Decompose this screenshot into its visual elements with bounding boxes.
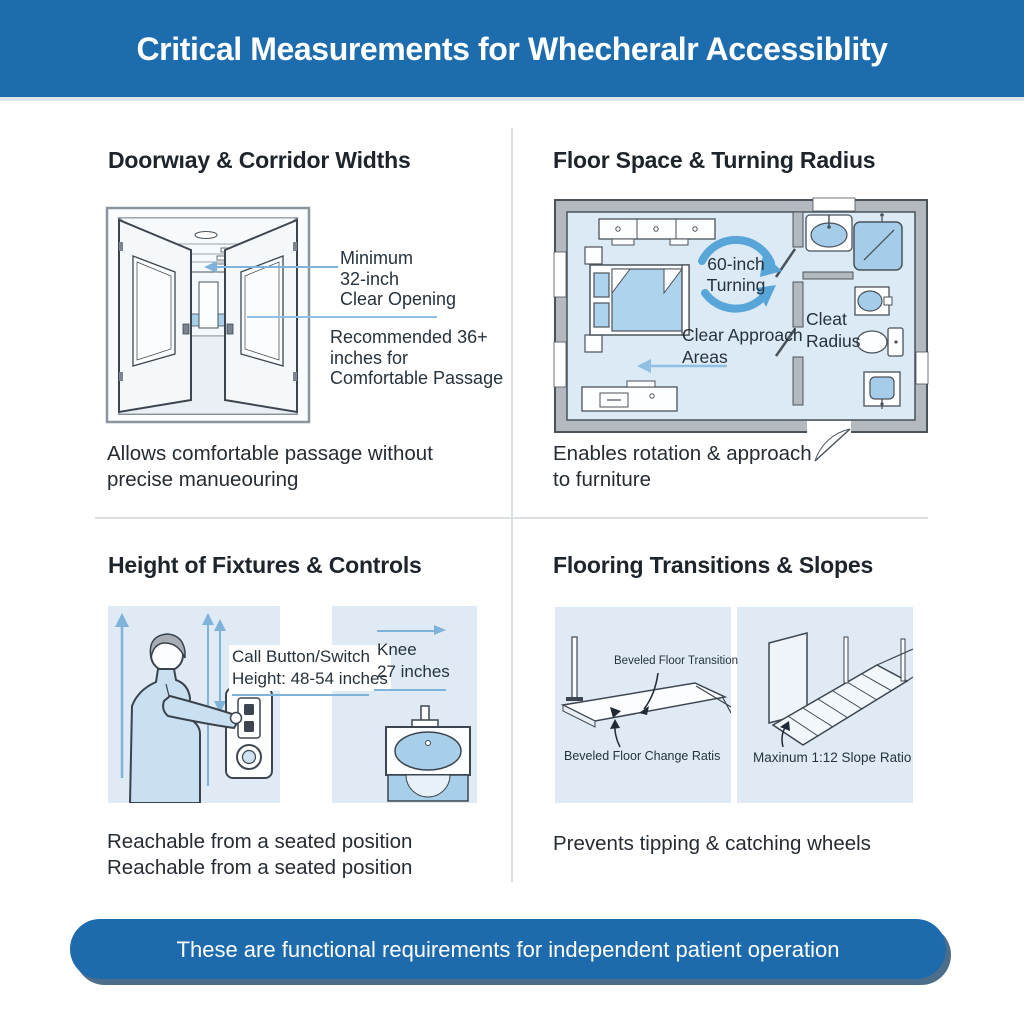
knee-arrowhead	[434, 625, 446, 635]
sink-fixture	[385, 705, 471, 802]
min-opening-arrowhead	[204, 261, 217, 273]
left-window	[553, 251, 567, 298]
bathroom-inner-wall	[802, 271, 854, 280]
divider-horizontal	[95, 517, 928, 519]
right-door-handle	[226, 323, 234, 335]
bottom-door-opening	[807, 421, 851, 434]
pole	[566, 636, 583, 701]
floorspace-section-title: Floor Space & Turning Radius	[553, 147, 876, 173]
floor-slab	[560, 682, 731, 728]
hair	[149, 633, 186, 659]
exterior-door-leaf	[814, 428, 851, 462]
ramp-posts	[843, 636, 913, 684]
toilet	[856, 327, 904, 357]
sink-illustration	[332, 606, 477, 803]
bathroom-sink-mid	[854, 286, 893, 316]
door-leaf-upper	[774, 248, 797, 278]
floorspace-caption: Enables rotation & approach to furniture	[553, 442, 812, 491]
change-pointer-arrow	[610, 719, 621, 748]
bevel-change-label: Beveled Floor Change Ratis	[564, 749, 721, 763]
header-edge	[0, 97, 1024, 101]
min-opening-arrow-line	[216, 266, 338, 268]
call-button-plate	[225, 687, 273, 779]
recommended-leader-line	[247, 316, 437, 318]
bathroom-sink-top	[805, 214, 853, 252]
knee-label: Knee 27 inches	[377, 640, 450, 681]
bevel-edge-arrowhead	[610, 707, 621, 718]
left-door-handle	[182, 323, 190, 335]
fixtures-caption: Reachable from a seated position Reachab…	[107, 830, 413, 879]
desk	[581, 380, 678, 412]
corridor-illustration	[105, 206, 311, 424]
left-window-2	[553, 341, 567, 388]
hand	[229, 711, 243, 725]
footer-banner	[70, 919, 946, 979]
radius-label: Cleat Radius	[806, 309, 861, 351]
door-leaf-lower	[774, 328, 797, 357]
slope-ratio-label: Maxinum 1:12 Slope Ratio	[753, 750, 912, 765]
ceiling-light	[194, 231, 218, 239]
flooring-section-title: Flooring Transitions & Slopes	[553, 552, 874, 578]
approach-arrow	[637, 359, 727, 373]
partition-wall	[792, 211, 804, 248]
page-title: Critical Measurements for Whecheralr Acc…	[136, 31, 888, 67]
fixtures-section-title: Height of Fixtures & Controls	[108, 552, 422, 578]
header-banner	[0, 0, 1024, 97]
knee-arrow-line	[377, 630, 434, 632]
torso	[128, 668, 201, 803]
doorway-section-title: Doorwıay & Corridor Widths	[108, 147, 411, 173]
floor-plan-illustration	[553, 197, 929, 462]
height-arrows	[115, 613, 226, 786]
footer-text: These are functional requirements for in…	[176, 937, 840, 962]
slope-pointer-arrow	[780, 721, 790, 748]
divider-vertical	[511, 128, 513, 882]
switch-label-underline	[232, 694, 369, 696]
approach-label: Clear Approach Areas	[682, 325, 803, 367]
turning-radius-arrows	[698, 235, 782, 313]
turning-label: 60-inch Turning	[706, 254, 766, 295]
min-opening-label: Minimum 32-inch Clear Opening	[340, 248, 457, 309]
switch-toggle	[244, 704, 254, 715]
flooring-caption: Prevents tipping & catching wheels	[553, 832, 871, 855]
ramp-illustration	[737, 607, 913, 803]
top-wall-opening	[812, 197, 856, 212]
person-figure	[128, 633, 243, 803]
doorway-caption: Allows comfortable passage without preci…	[107, 442, 433, 491]
far-door	[198, 281, 219, 329]
bevel-transition-label: Beveled Floor Transition	[614, 655, 739, 667]
transition-pointer-arrow	[639, 672, 659, 715]
right-wall-opening	[915, 351, 929, 385]
bed	[584, 246, 690, 353]
knee-label-underline	[374, 689, 446, 691]
bathroom-basin-bottom	[863, 371, 901, 409]
recommended-label: Recommended 36+ inches for Comfortable P…	[330, 327, 504, 388]
switch-height-label: Call Button/Switch Height: 48-54 inches	[229, 645, 391, 691]
beveled-floor-illustration	[555, 607, 731, 803]
person-reaching-illustration	[108, 606, 280, 803]
shower	[853, 213, 903, 271]
dresser	[598, 218, 716, 246]
arm	[162, 694, 239, 730]
